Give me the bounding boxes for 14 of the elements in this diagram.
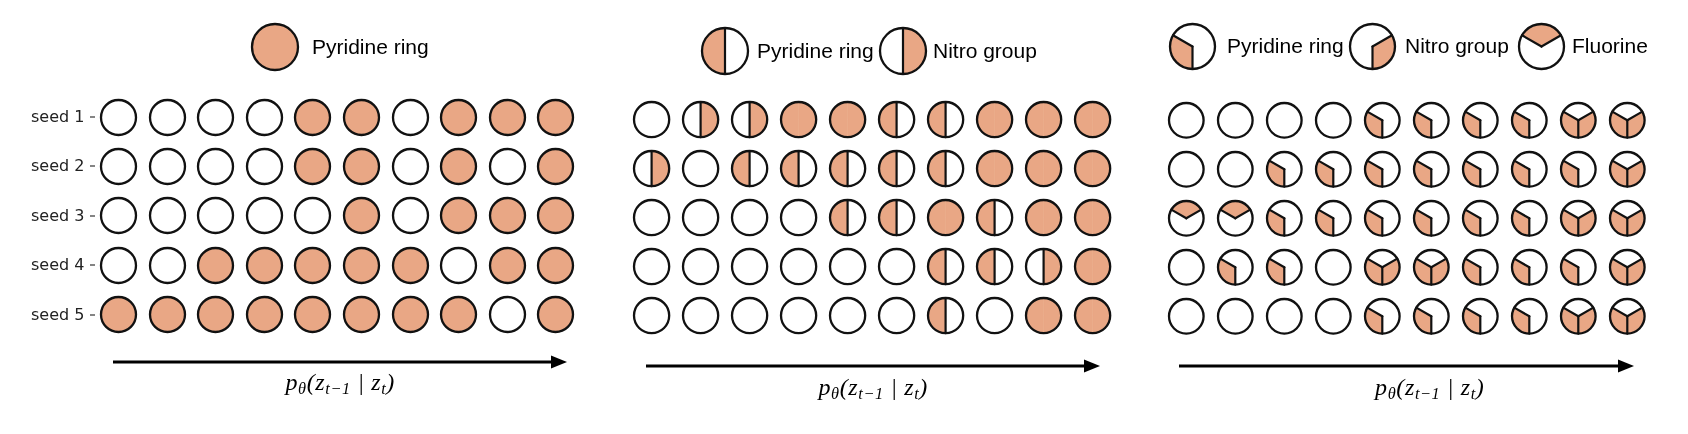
legend-label: Pyridine ring (757, 39, 874, 63)
row-label: seed 5 (31, 304, 85, 324)
legend-label: Pyridine ring (312, 34, 429, 59)
legend-label: Nitro group (1405, 34, 1509, 58)
legend-label: Pyridine ring (1227, 34, 1344, 58)
formula-label: p$_{θ}$(z$_{t−1}$ | z$_{t}$) (818, 373, 928, 401)
row-label: seed 3 (31, 205, 85, 225)
formula-label: p$_{θ}$(z$_{t−1}$ | z$_{t}$) (1375, 373, 1485, 401)
legend-label: Nitro group (933, 39, 1037, 63)
row-label: seed 4 (31, 255, 85, 275)
formula-label: p$_{θ}$(z$_{t−1}$ | z$_{t}$) (285, 367, 395, 396)
row-label: seed 1 (31, 107, 85, 126)
row-label: seed 2 (31, 156, 85, 176)
legend-label: Fluorine (1572, 34, 1648, 58)
